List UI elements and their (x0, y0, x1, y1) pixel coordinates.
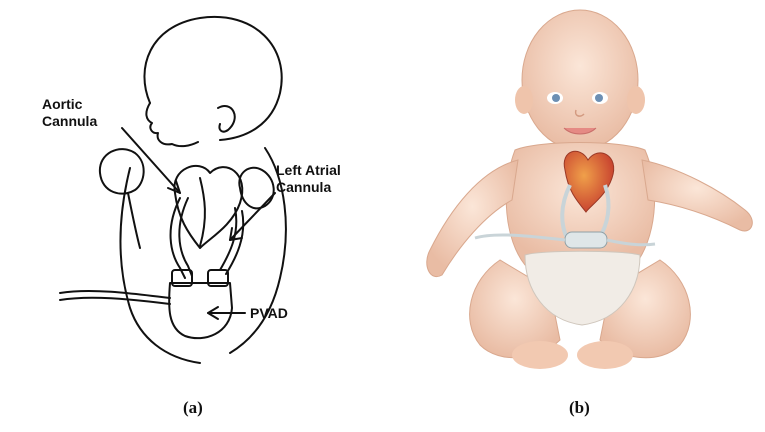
label-pvad: PVAD (250, 305, 288, 322)
label-aortic-cannula: Aortic Cannula (42, 96, 97, 130)
pvad-pump (169, 283, 232, 338)
caption-a: (a) (183, 398, 203, 418)
ear (218, 106, 235, 132)
right-fist (239, 168, 273, 209)
left-foot (512, 341, 568, 369)
label-left-atrial-cannula: Left Atrial Cannula (276, 162, 341, 196)
right-foot (577, 341, 633, 369)
aortic-arrow (122, 128, 180, 193)
infant-pvad-color-illustration (400, 0, 765, 390)
left-ear (515, 86, 533, 114)
panel-b-color-illustration (400, 0, 765, 390)
panel-a-line-drawing: Aortic Cannula Left Atrial Cannula PVAD (40, 8, 360, 368)
left-arm (427, 160, 518, 277)
right-ear (627, 86, 645, 114)
left-fist (100, 149, 144, 194)
right-arm (642, 160, 752, 231)
head-outline (144, 17, 281, 140)
caption-b: (b) (569, 398, 590, 418)
left-arm (128, 193, 140, 248)
pvad-pump (565, 232, 607, 248)
drive-line (60, 291, 170, 298)
face-profile (146, 103, 198, 146)
